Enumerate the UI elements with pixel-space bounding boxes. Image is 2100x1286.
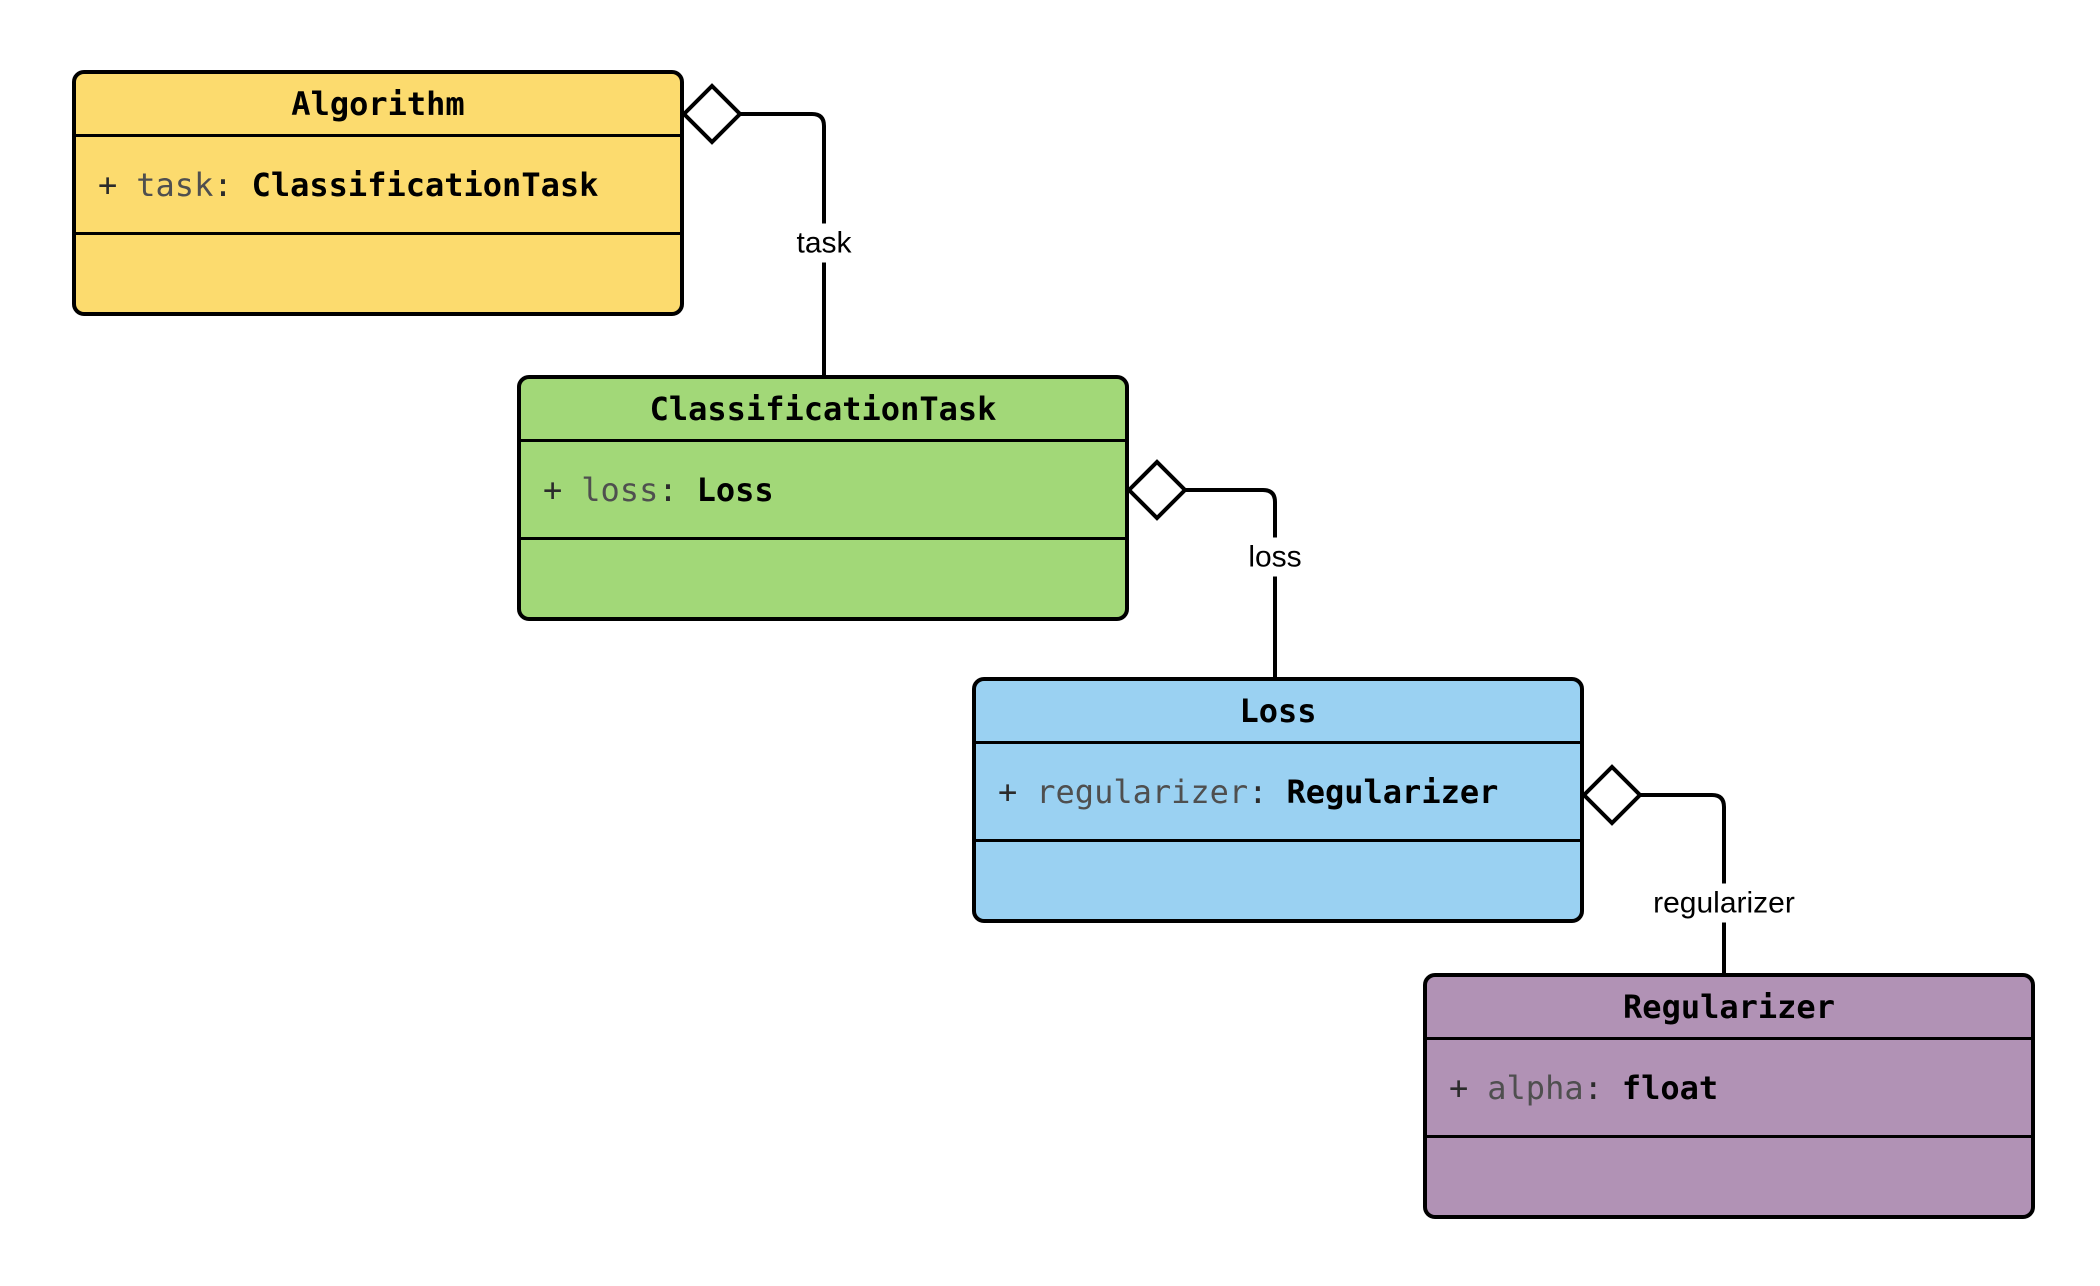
attribute-name: regularizer	[1036, 772, 1249, 811]
class-title: Regularizer	[1427, 977, 2031, 1040]
class-attributes-compartment: + loss : Loss	[521, 442, 1125, 540]
class-title: Loss	[976, 681, 1580, 744]
edge-loss-line	[1185, 488, 1277, 677]
class-box-classificationtask: ClassificationTask + loss : Loss	[517, 375, 1129, 621]
class-title: ClassificationTask	[521, 379, 1125, 442]
attribute-visibility: +	[543, 470, 563, 509]
attribute-type: Regularizer	[1286, 772, 1499, 811]
attribute-visibility: +	[98, 165, 118, 204]
class-box-regularizer: Regularizer + alpha : float	[1423, 973, 2035, 1219]
attribute-visibility: +	[998, 772, 1018, 811]
aggregation-diamond-icon	[681, 83, 743, 145]
aggregation-diamond-icon	[1126, 459, 1188, 521]
class-attributes-compartment: + task : ClassificationTask	[76, 137, 680, 235]
class-attributes-compartment: + alpha : float	[1427, 1040, 2031, 1138]
attribute-name: task	[136, 165, 214, 204]
class-methods-compartment-empty	[976, 842, 1580, 919]
attribute-colon: :	[658, 470, 678, 509]
edge-task-line	[740, 112, 826, 375]
edge-regularizer-line	[1640, 793, 1726, 973]
class-attributes-compartment: + regularizer : Regularizer	[976, 744, 1580, 842]
class-methods-compartment-empty	[521, 540, 1125, 617]
edge-label-regularizer: regularizer	[1644, 883, 1804, 923]
class-title: Algorithm	[76, 74, 680, 137]
attribute-name: loss	[581, 470, 659, 509]
edge-label-task: task	[787, 223, 861, 263]
attribute-visibility: +	[1449, 1068, 1469, 1107]
attribute-name: alpha	[1487, 1068, 1584, 1107]
attribute-colon: :	[1583, 1068, 1603, 1107]
attribute-colon: :	[1248, 772, 1268, 811]
attribute-type: Loss	[696, 470, 774, 509]
attribute-type: ClassificationTask	[251, 165, 599, 204]
class-box-loss: Loss + regularizer : Regularizer	[972, 677, 1584, 923]
attribute-colon: :	[213, 165, 233, 204]
class-methods-compartment-empty	[1427, 1138, 2031, 1215]
class-box-algorithm: Algorithm + task : ClassificationTask	[72, 70, 684, 316]
attribute-type: float	[1621, 1068, 1719, 1107]
class-methods-compartment-empty	[76, 235, 680, 312]
edge-label-loss: loss	[1239, 537, 1311, 577]
aggregation-diamond-icon	[1581, 764, 1643, 826]
